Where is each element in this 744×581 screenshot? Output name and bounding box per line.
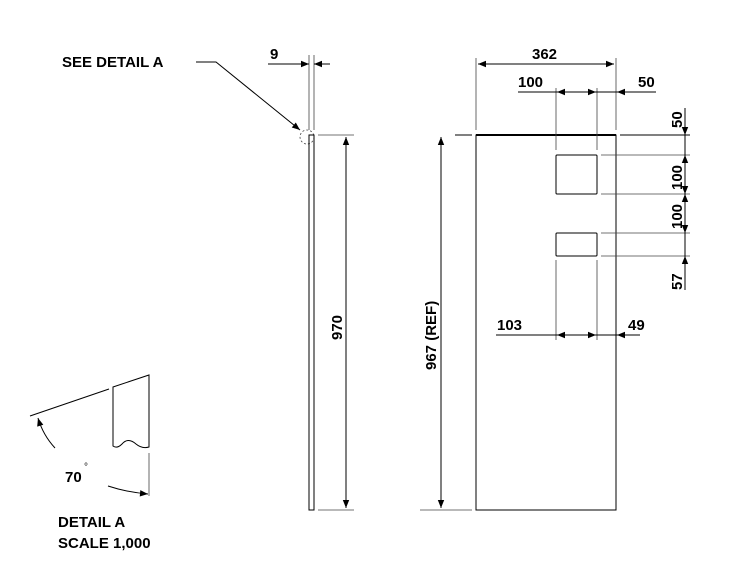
height-ref-dimension: 967 (REF) <box>423 301 440 370</box>
side-view: 9 970 <box>268 46 354 511</box>
detail-plate <box>112 374 150 449</box>
height-dimension: 970 <box>329 315 346 340</box>
detail-scale: SCALE 1,000 <box>58 535 151 552</box>
front-view: 362 100 50 50 100 100 57 103 49 <box>420 46 690 511</box>
see-detail-callout: SEE DETAIL A <box>62 54 315 145</box>
square-hole <box>555 154 598 195</box>
hole-right-offset-dimension: 50 <box>638 74 655 91</box>
hole-width-dimension: 100 <box>518 74 543 91</box>
slot-width-dimension: 103 <box>497 317 522 334</box>
top-offset-dimension: 50 <box>669 111 686 128</box>
detail-title: DETAIL A <box>58 514 125 531</box>
see-detail-label: SEE DETAIL A <box>62 54 164 71</box>
detail-circle <box>299 129 315 145</box>
slot-height-dimension: 57 <box>669 273 686 290</box>
square-hole-height-dimension: 100 <box>669 165 686 190</box>
gap-dimension: 100 <box>669 204 686 229</box>
slot-hole <box>555 232 598 257</box>
degree-symbol: ° <box>84 462 88 473</box>
width-dimension: 362 <box>532 46 557 63</box>
plate-side <box>308 134 315 511</box>
leader-line <box>196 61 301 131</box>
slot-right-offset-dimension: 49 <box>628 317 645 334</box>
thickness-dimension: 9 <box>270 46 278 63</box>
angle-dimension: 70 <box>65 469 82 486</box>
detail-a: 70 ° DETAIL A SCALE 1,000 <box>29 374 151 552</box>
